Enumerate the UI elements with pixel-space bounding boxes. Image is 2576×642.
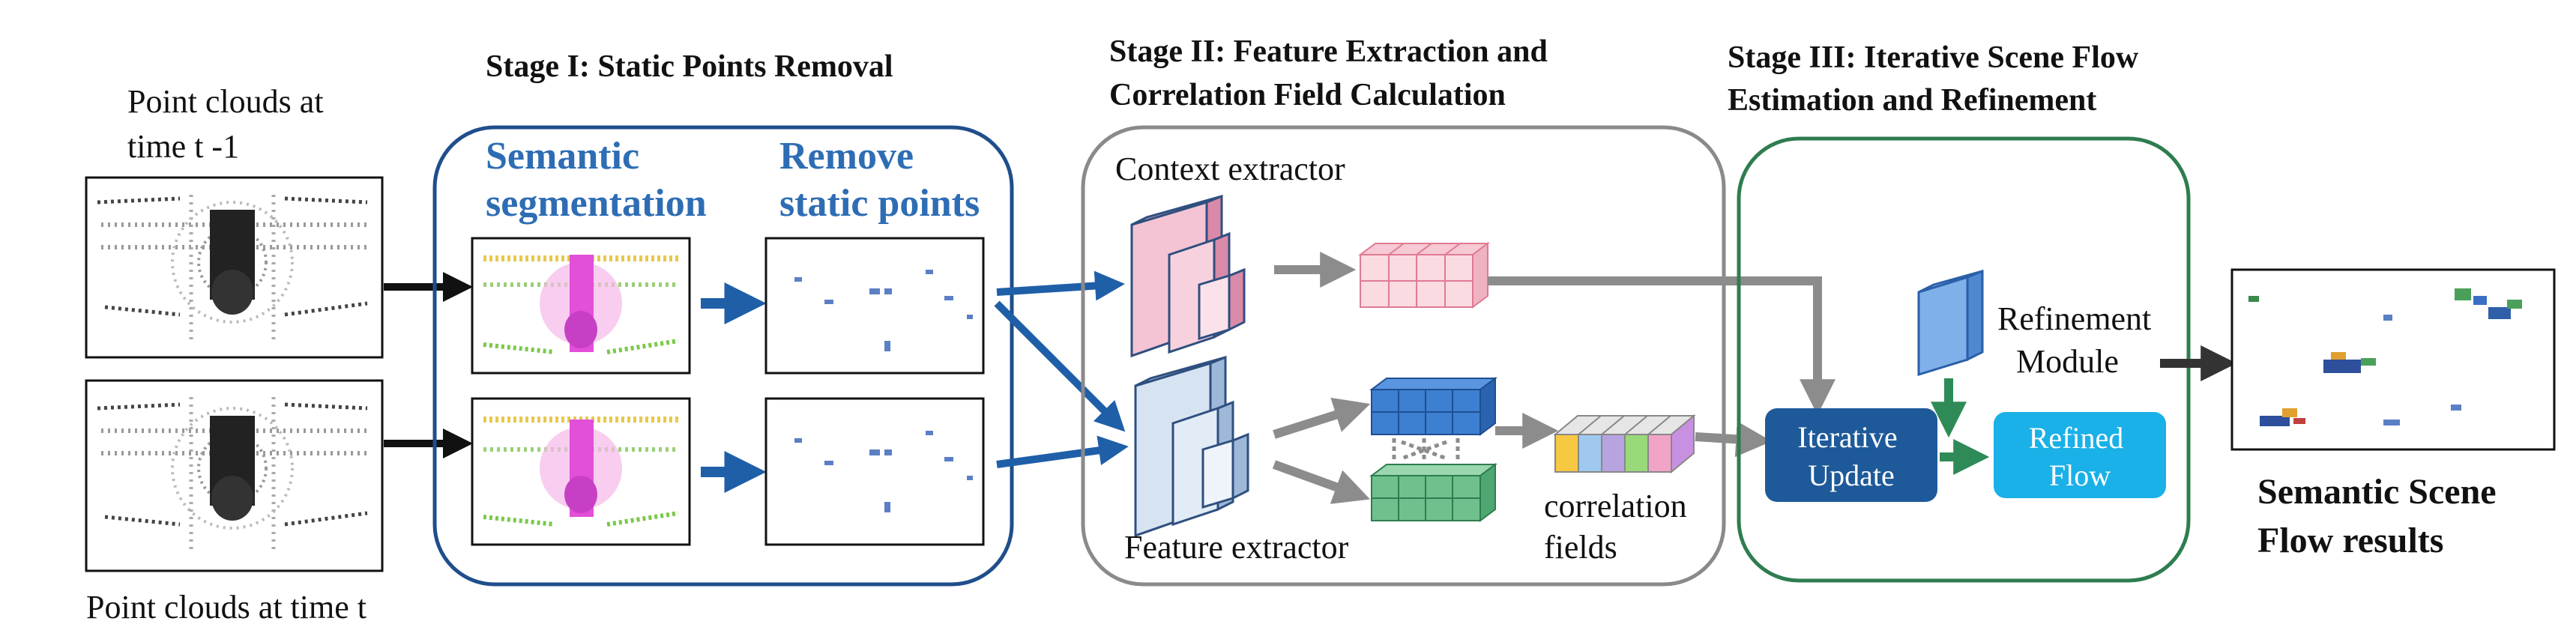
context-extractor-block <box>1130 194 1246 358</box>
context-extractor-label: Context extractor <box>1115 151 1345 187</box>
arrow-correlation-to-iterative <box>1695 421 1773 458</box>
feature-extractor-label: Feature extractor <box>1124 529 1349 566</box>
arrow-feature-to-green-grid <box>1272 460 1371 504</box>
arrow-curr-to-feature-extractor <box>996 435 1129 468</box>
arrow-prev-to-feature-extractor <box>994 300 1126 432</box>
stage2-box <box>1081 125 1726 587</box>
iterative-update-box: Iterative Update <box>1765 408 1937 502</box>
stage2-section: Stage II: Feature Extraction and Correla… <box>1081 34 1726 587</box>
feature-extractor-block <box>1134 355 1249 538</box>
context-feature-grid <box>1358 242 1490 309</box>
scene-flow-result-image <box>2230 268 2556 451</box>
arrow-context-to-iterative <box>1488 276 1836 416</box>
removed-image-prev <box>764 237 985 375</box>
input-label-curr: Point clouds at time t <box>86 589 367 626</box>
point-cloud-curr-image <box>85 379 384 572</box>
correlation-fields-block <box>1553 414 1696 474</box>
semantic-segmentation-label: Semantic segmentation <box>486 135 707 225</box>
point-cloud-prev-image <box>85 176 384 359</box>
remove-static-points-label: Remove static points <box>779 135 980 225</box>
stage1-box <box>432 125 1014 587</box>
refinement-module-label: Refinement Module <box>1997 300 2159 380</box>
stage1-to-stage2-arrows <box>994 270 1129 468</box>
removed-image-curr <box>764 397 985 546</box>
stage2-title: Stage II: Feature Extraction and Correla… <box>1109 34 1555 112</box>
semantic-image-prev <box>471 237 691 375</box>
arrow-feature-to-blue-grid <box>1273 397 1371 439</box>
iterative-update-label: Iterative Update <box>1797 420 1904 492</box>
refined-flow-box: Refined Flow <box>1994 412 2166 498</box>
stage1-title: Stage I: Static Points Removal <box>486 49 893 84</box>
stage3-section: Stage III: Iterative Scene Flow Estimati… <box>1728 40 2191 583</box>
input-label-prev: Point clouds at time t -1 <box>127 83 332 165</box>
feature-grid-green <box>1369 463 1497 522</box>
correlation-fields-label: correlation fields <box>1544 488 1695 566</box>
semantic-image-curr <box>471 397 691 546</box>
input-section: Point clouds at time t -1 Point clouds <box>85 83 473 626</box>
arrow-to-context-extractor <box>996 270 1125 301</box>
output-label: Semantic Scene Flow results <box>2257 472 2506 560</box>
stage1-section: Stage I: Static Points Removal Semantic … <box>432 49 1014 587</box>
correspondence-arrows <box>1392 438 1460 461</box>
refinement-module-block <box>1917 269 1984 377</box>
refined-flow-label: Refined Flow <box>2029 421 2132 492</box>
feature-grid-blue <box>1369 377 1497 436</box>
output-section: Semantic Scene Flow results <box>2230 268 2556 560</box>
stage3-title: Stage III: Iterative Scene Flow Estimati… <box>1728 40 2147 118</box>
